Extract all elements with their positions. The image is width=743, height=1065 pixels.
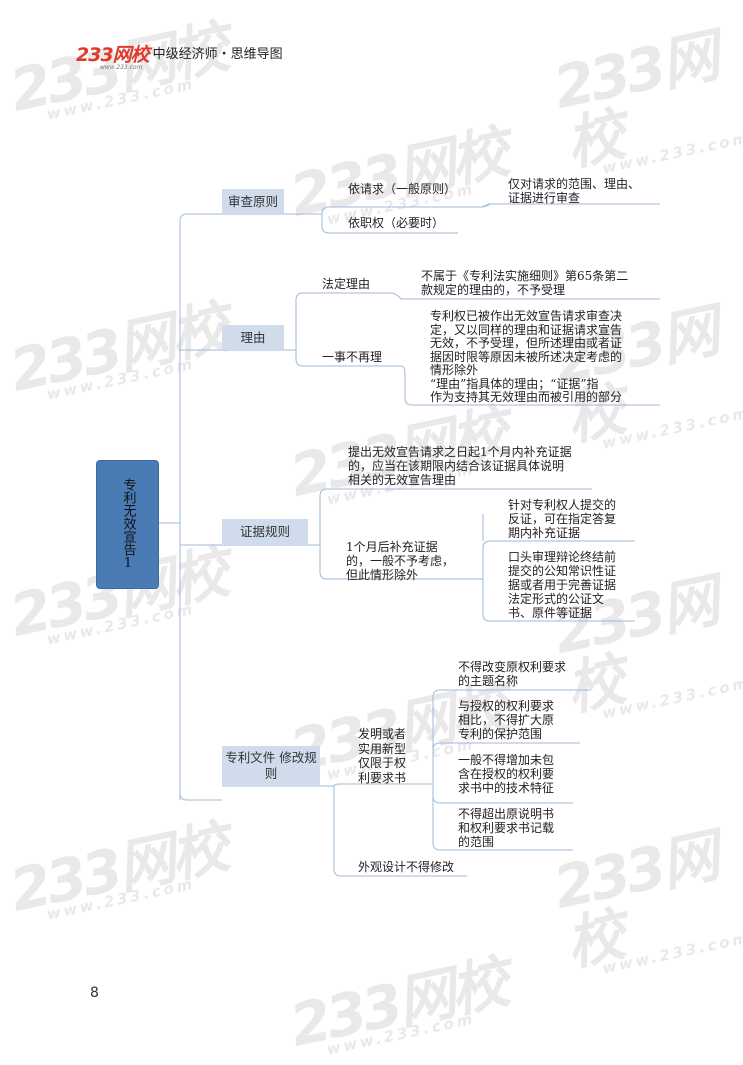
node-ex-officio[interactable]: 依职权（必要时）	[348, 216, 445, 230]
node-common-knowledge-evidence[interactable]: 口头审理辩论终结前 提交的公知常识性证 据或者用于完善证据 法定形式的公证文 书…	[508, 550, 617, 620]
node-non-bis-in-idem-detail[interactable]: 专利权已被作出无效宣告请求审查决 定，又以同样的理由和证据请求宣告 无效，不予受…	[430, 309, 623, 404]
mindmap-root[interactable]: 专利无效宣告1	[96, 460, 159, 589]
node-review-scope[interactable]: 仅对请求的范围、理由、 证据进行审查	[508, 177, 641, 205]
node-technical-features[interactable]: 一般不得增加未包 含在授权的权利要 求书中的技术特征	[458, 753, 555, 795]
brand-logo: 233网校	[76, 44, 150, 66]
branch-grounds[interactable]: 理由	[222, 325, 284, 350]
node-non-bis-in-idem[interactable]: 一事不再理	[322, 350, 383, 364]
branch-amendment-rules[interactable]: 专利文件 修改规则	[222, 746, 320, 786]
node-evidence-after-month[interactable]: 1个月后补充证据 的，一般不予考虑， 但此情形除外	[346, 540, 455, 582]
page-header: 233网校 中级经济师・思维导图	[76, 44, 283, 66]
node-design-no-amend[interactable]: 外观设计不得修改	[358, 860, 455, 874]
node-statutory-grounds-detail[interactable]: 不属于《专利法实施细则》第65条第二 款规定的理由的，不予受理	[421, 269, 629, 297]
node-original-scope[interactable]: 不得超出原说明书 和权利要求书记载 的范围	[458, 807, 555, 849]
node-statutory-grounds[interactable]: 法定理由	[322, 277, 371, 291]
logo-url: www.233.com	[100, 64, 143, 71]
page-number: 8	[90, 985, 99, 1001]
node-protection-scope[interactable]: 与授权的权利要求 相比，不得扩大原 专利的保护范围	[458, 699, 555, 741]
node-counter-evidence[interactable]: 针对专利权人提交的 反证，可在指定答复 期内补充证据	[508, 498, 617, 540]
node-subject-name[interactable]: 不得改变原权利要求 的主题名称	[458, 660, 567, 688]
node-evidence-within-month[interactable]: 提出无效宣告请求之日起1个月内补充证据 的，应当在该期限内结合该证据具体说明 相…	[348, 445, 572, 487]
header-title: 中级经济师・思维导图	[152, 47, 283, 62]
node-invention-utility[interactable]: 发明或者 实用新型 仅限于权 利要求书	[358, 727, 407, 785]
node-on-request[interactable]: 依请求（一般原则）	[348, 182, 457, 196]
branch-review-principles[interactable]: 审查原则	[222, 189, 284, 214]
branch-evidence-rules[interactable]: 证据规则	[222, 519, 308, 545]
